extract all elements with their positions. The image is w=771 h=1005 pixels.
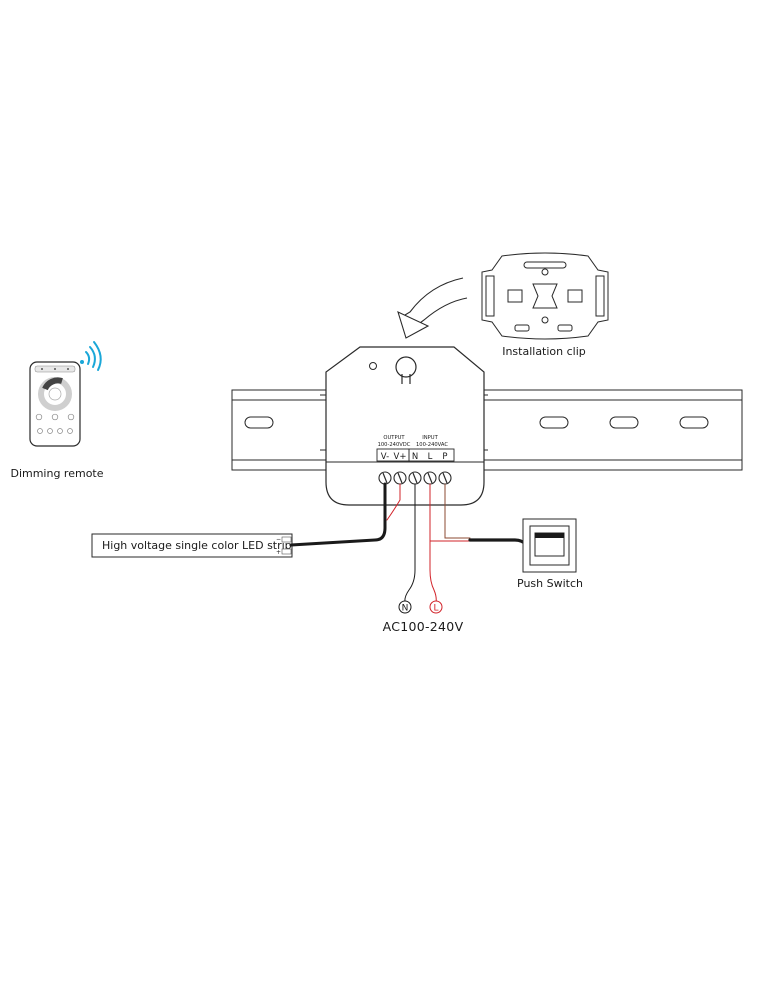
push-switch-label: Push Switch: [517, 577, 583, 590]
terminal-label-l: L: [428, 452, 433, 462]
terminal-label-v-plus: V+: [394, 452, 407, 462]
clip-slot-bottom-right: [557, 324, 573, 332]
pairing-button-stem-icon: [401, 374, 411, 384]
ac-supply-label: AC100-240V: [383, 619, 464, 634]
clip-tab-left: [485, 275, 495, 317]
installation-clip-label: Installation clip: [502, 345, 586, 358]
input-title: INPUT: [422, 435, 438, 441]
led-strip-minus-mark: −: [276, 536, 281, 543]
terminal-label-p: P: [442, 452, 447, 462]
clip-tab-right: [595, 275, 605, 317]
din-rail-slot: [679, 416, 709, 429]
wire-output-cable: [289, 482, 387, 547]
output-title: OUTPUT: [383, 435, 405, 441]
clip-hole-top: [541, 268, 549, 276]
led-strip: High voltage single color LED strip − +: [91, 533, 293, 558]
rail-clip-left: [320, 394, 327, 451]
clip-slot-bottom-left: [514, 324, 530, 332]
din-rail-outline: [231, 389, 743, 471]
neutral-marker-label: N: [402, 604, 409, 614]
led-strip-pad-plus: [281, 548, 292, 555]
remote-zone-button-4: [67, 428, 73, 434]
status-led-icon: [369, 362, 377, 370]
terminal-label-n: N: [412, 452, 418, 462]
led-strip-label: High voltage single color LED strip: [102, 539, 292, 552]
controller-housing: [325, 346, 485, 506]
clip-body: [481, 252, 609, 340]
remote-button-center: [51, 413, 59, 421]
clip-cutout-right: [567, 289, 583, 303]
remote-zone-button-1: [37, 428, 43, 434]
pairing-button-icon: [395, 356, 417, 378]
install-arrow-icon: [397, 277, 468, 339]
wire-v-plus: [386, 483, 401, 521]
clip-center-cutout: [532, 283, 558, 309]
din-rail-slot: [609, 416, 639, 429]
dimming-remote: [29, 341, 102, 447]
remote-zone-button-3: [57, 428, 63, 434]
remote-center-button: [48, 387, 62, 401]
led-strip-plus-mark: +: [276, 549, 281, 556]
live-marker-label: L: [433, 604, 438, 614]
installation-clip: [481, 252, 609, 340]
terminal-label-v-minus: V-: [381, 452, 389, 462]
wire-switch-cable: [468, 538, 529, 547]
remote-zone-button-2: [47, 428, 53, 434]
output-rating: 100-240VDC: [378, 442, 411, 448]
wire-neutral: [404, 483, 416, 604]
switch-rocker-top: [535, 533, 564, 538]
dimming-remote-label: Dimming remote: [10, 467, 103, 480]
push-switch: [522, 518, 577, 573]
remote-body: [29, 361, 81, 447]
din-rail: [231, 389, 743, 471]
din-rail-slot: [539, 416, 569, 429]
clip-slot-top: [523, 261, 567, 269]
remote-touch-wheel-arc: [42, 377, 63, 391]
wireless-signal-icon: [80, 341, 102, 371]
wire-p-to-switch: [444, 483, 471, 539]
din-rail-slot: [244, 416, 274, 429]
neutral-terminal-marker: [398, 600, 412, 614]
input-terminal-frame: [408, 448, 455, 462]
led-strip-pad-minus: [281, 536, 292, 543]
ac-supply: N L AC100-240V: [383, 600, 464, 634]
clip-cutout-left: [507, 289, 523, 303]
wire-live: [429, 483, 437, 604]
input-rating: 100-240VAC: [416, 442, 448, 448]
controller-module: OUTPUT 100-240VDC INPUT 100-240VAC V- V+…: [325, 346, 485, 506]
clip-hole-bottom: [541, 316, 549, 324]
live-terminal-marker: [429, 600, 443, 614]
remote-button-left: [35, 413, 43, 421]
remote-button-right: [67, 413, 75, 421]
